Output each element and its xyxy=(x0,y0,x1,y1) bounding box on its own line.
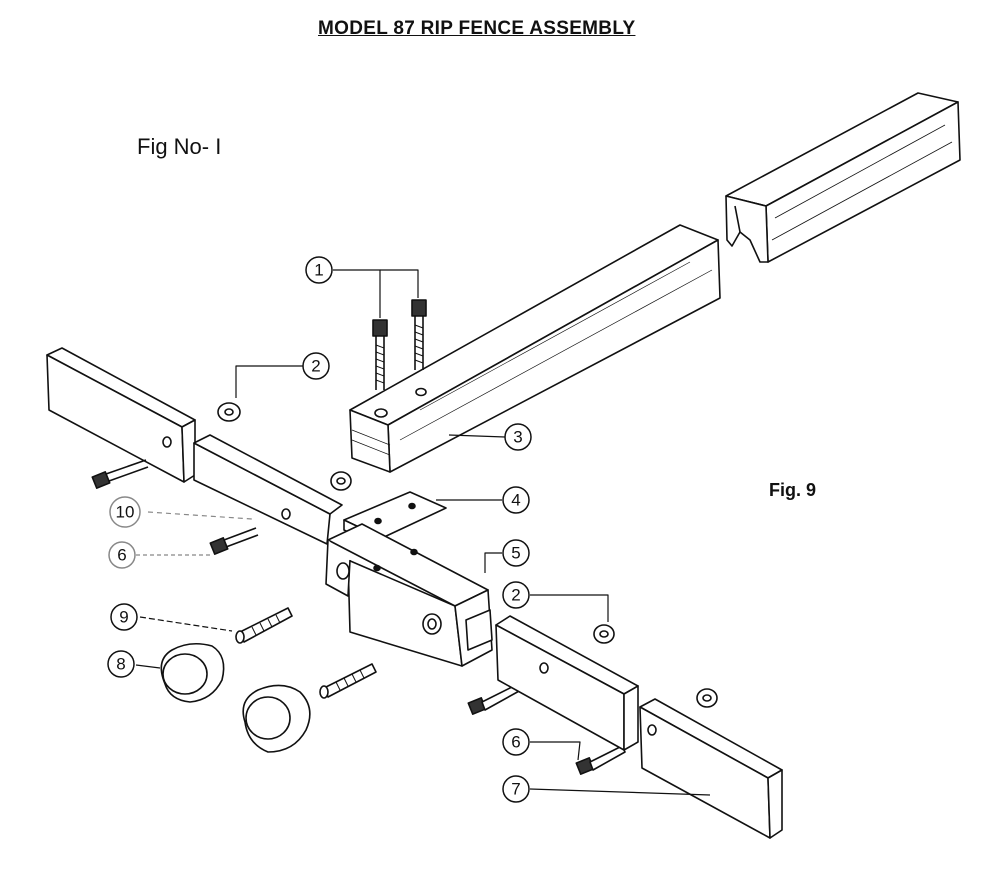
figure-label: Fig. 9 xyxy=(769,480,817,500)
callout-3 xyxy=(504,423,532,451)
fence-housing xyxy=(325,523,493,667)
callout-2b xyxy=(502,581,530,609)
callout-6b xyxy=(502,728,530,756)
callout-2a xyxy=(302,352,330,380)
callout-5 xyxy=(502,539,530,567)
callout-5-label: 5 xyxy=(511,544,520,563)
washers xyxy=(217,402,718,708)
callout-10-label: 10 xyxy=(116,503,135,522)
callout-9 xyxy=(110,603,138,631)
callout-7 xyxy=(502,775,530,803)
leader-lines xyxy=(135,269,711,796)
callout-4-label: 4 xyxy=(511,491,520,510)
callout-1-label: 1 xyxy=(314,261,323,280)
threaded-studs xyxy=(235,607,377,699)
end-bar xyxy=(639,698,783,839)
callout-8 xyxy=(107,650,135,678)
callout-2b-label: 2 xyxy=(511,586,520,605)
small-screws xyxy=(91,459,626,775)
callout-1 xyxy=(305,256,333,284)
fence-bar xyxy=(349,224,721,473)
rear-rail-channel xyxy=(725,92,961,263)
callout-9-label: 9 xyxy=(119,608,128,627)
figure-number: Fig No- I xyxy=(137,134,222,159)
right-bar xyxy=(495,615,639,751)
middle-bar xyxy=(193,434,343,545)
left-bar xyxy=(46,347,196,483)
knobs xyxy=(160,642,311,753)
page-title: MODEL 87 RIP FENCE ASSEMBLY xyxy=(318,18,636,39)
callout-8-label: 8 xyxy=(116,655,125,674)
callout-6a xyxy=(108,541,136,569)
callout-7-label: 7 xyxy=(511,780,520,799)
callout-6a-label: 6 xyxy=(117,546,126,565)
callout-6b-label: 6 xyxy=(511,733,520,752)
callouts xyxy=(107,256,532,803)
callout-3-label: 3 xyxy=(513,428,522,447)
cap-screws xyxy=(372,299,427,390)
callout-4 xyxy=(502,486,530,514)
callout-10 xyxy=(109,496,141,528)
callout-2a-label: 2 xyxy=(311,357,320,376)
